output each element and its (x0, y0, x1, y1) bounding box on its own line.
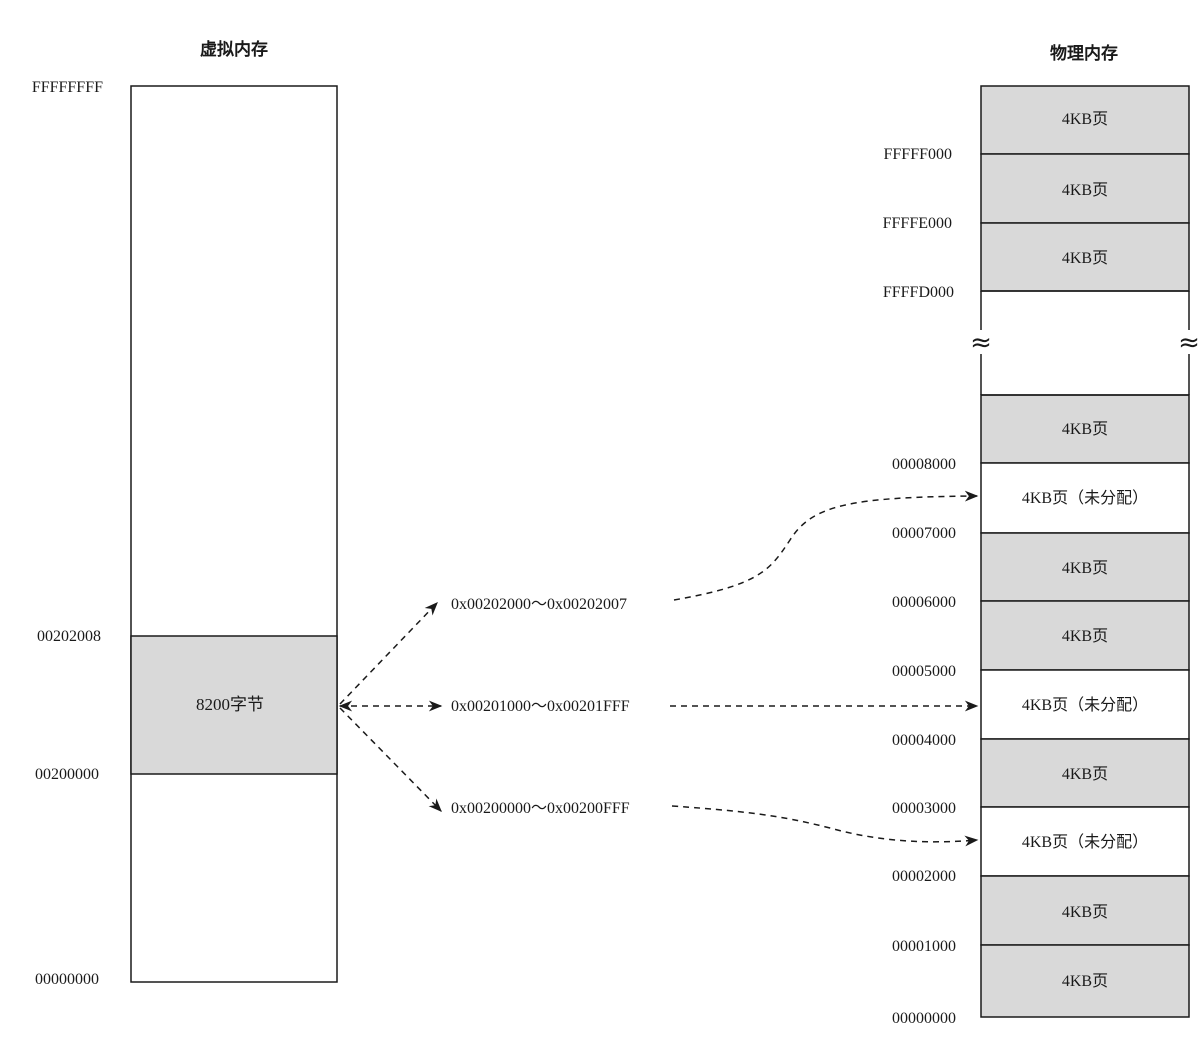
physical-address: FFFFD000 (883, 284, 954, 301)
mapping-range-1: 0x00201000～0x00201FFF (451, 698, 630, 715)
break-mark-left: ≈ (970, 328, 992, 358)
physical-page-bottom-5 (980, 738, 1190, 808)
physical-page-bottom-8 (980, 944, 1190, 1018)
page-label: 4KB页 (1062, 766, 1108, 783)
virtual-memory-segment (130, 635, 338, 775)
virtual-memory: 虚拟内存 8200字节 FFFFFFFF 00202008 00200000 0… (32, 39, 338, 988)
page-label: 4KB页（未分配） (1022, 696, 1148, 714)
arrow-range-0-to-page (673, 490, 979, 601)
physical-address: 00004000 (892, 732, 956, 749)
mapping-arrows: 0x00202000～0x00202007 0x00201000～0x00201… (338, 490, 979, 847)
physical-address: 00006000 (892, 594, 956, 611)
physical-page-bottom-1 (980, 462, 1190, 534)
arrow-segment-to-range-2 (339, 707, 442, 812)
physical-memory-title: 物理内存 (1050, 43, 1118, 64)
physical-address: 00000000 (892, 1010, 956, 1027)
page-label: 4KB页 (1062, 182, 1108, 199)
virtual-memory-column (130, 85, 338, 983)
arrow-segment-to-range-0 (339, 602, 438, 705)
page-label: 4KB页 (1062, 250, 1108, 267)
page-label: 4KB页（未分配） (1022, 833, 1148, 851)
mapping-range-2: 0x00200000～0x00200FFF (451, 800, 630, 817)
break-gap-left (972, 330, 990, 354)
physical-address: 00007000 (892, 525, 956, 542)
physical-address: FFFFE000 (883, 215, 952, 232)
physical-address: FFFFF000 (884, 146, 953, 163)
physical-page-top-2 (980, 222, 1190, 292)
page-label: 4KB页（未分配） (1022, 489, 1148, 507)
physical-address: 00008000 (892, 456, 956, 473)
physical-page-top-1 (980, 153, 1190, 224)
mapping-range-0: 0x00202000～0x00202007 (451, 596, 627, 613)
virtual-address-bottom: 00000000 (35, 971, 99, 988)
page-label: 4KB页 (1062, 973, 1108, 990)
physical-page-bottom-7 (980, 875, 1190, 946)
page-label: 4KB页 (1062, 111, 1108, 128)
segment-size-label: 8200字节 (196, 695, 264, 714)
virtual-address-top: FFFFFFFF (32, 79, 103, 96)
page-label: 4KB页 (1062, 560, 1108, 577)
physical-page-bottom-4 (980, 669, 1190, 740)
virtual-address-segment-bottom: 00200000 (35, 766, 99, 783)
break-gap-right (1180, 330, 1198, 354)
page-label: 4KB页 (1062, 421, 1108, 438)
physical-address: 00003000 (892, 800, 956, 817)
page-label: 4KB页 (1062, 628, 1108, 645)
physical-page-bottom-0 (980, 394, 1190, 464)
physical-address: 00001000 (892, 938, 956, 955)
virtual-address-segment-top: 00202008 (37, 628, 101, 645)
physical-page-bottom-6 (980, 806, 1190, 877)
virtual-memory-title: 虚拟内存 (200, 39, 268, 60)
physical-memory: 物理内存 ≈ ≈ 4KB页 4KB页 4KB页 FFFFF000 FFFFE00… (883, 43, 1200, 1027)
page-label: 4KB页 (1062, 904, 1108, 921)
arrow-range-2-to-page (671, 805, 979, 847)
physical-address: 00002000 (892, 868, 956, 885)
physical-address: 00005000 (892, 663, 956, 680)
break-mark-right: ≈ (1178, 328, 1200, 358)
